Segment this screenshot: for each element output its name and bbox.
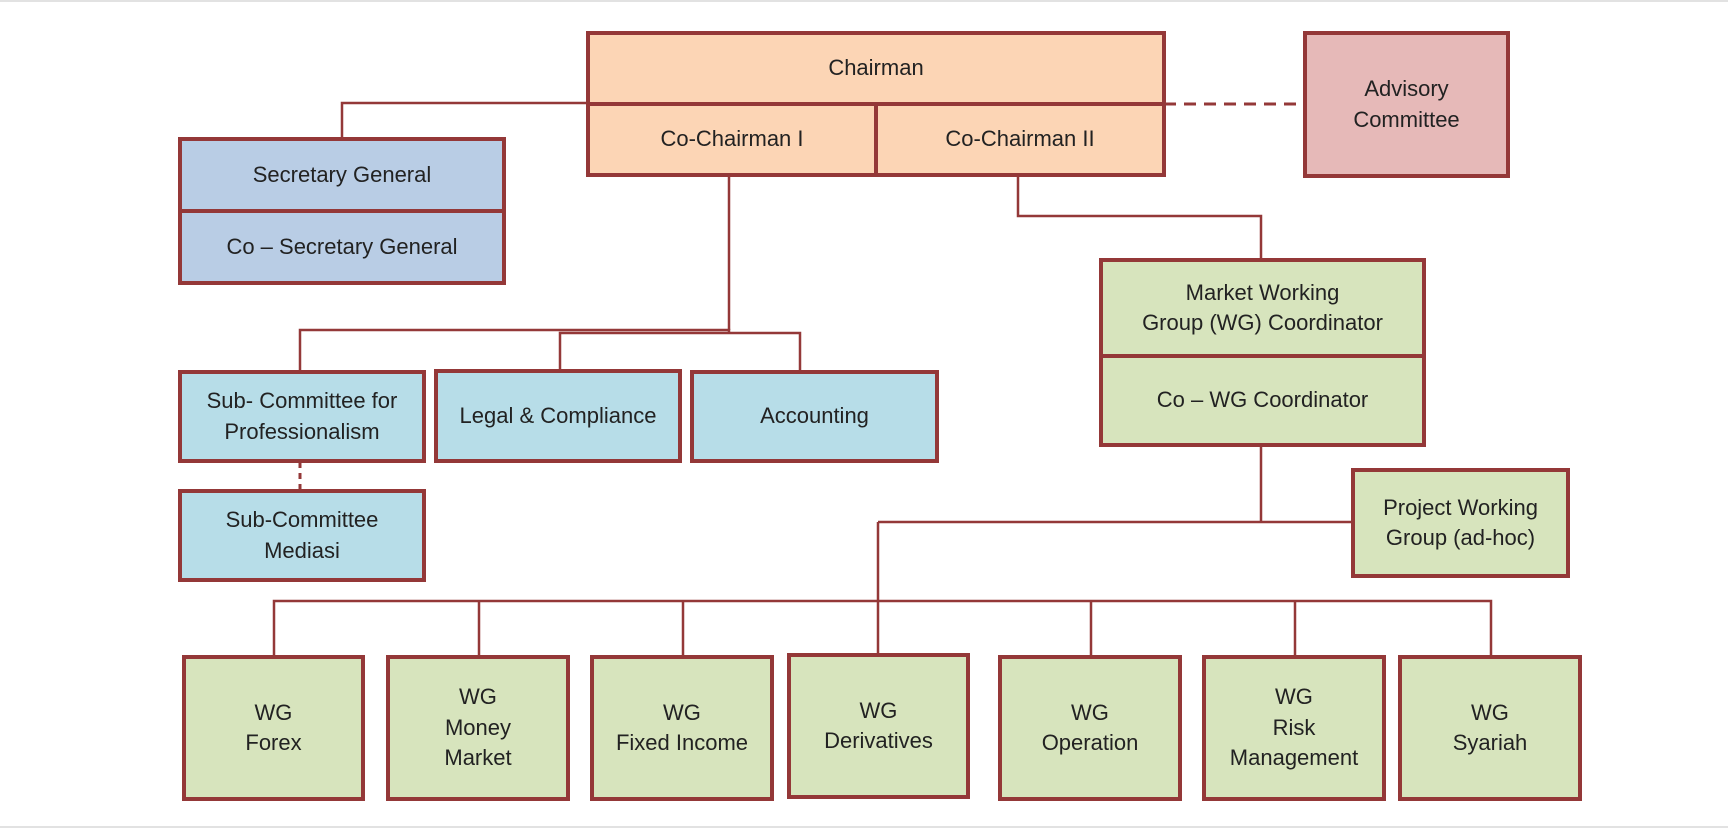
connector-wg-bus bbox=[272, 599, 1493, 657]
wg-derivatives-box: WG Derivatives bbox=[787, 653, 970, 799]
wg-operation-box: WG Operation bbox=[998, 655, 1182, 801]
connector-wg-drops bbox=[477, 601, 1297, 660]
wg-money-market-box: WG Money Market bbox=[386, 655, 570, 801]
sub-committee-professionalism-box: Sub- Committee for Professionalism bbox=[178, 370, 426, 463]
connector-committees-bus bbox=[298, 328, 802, 371]
wg-forex-label: WG Forex bbox=[245, 699, 302, 755]
wg-syariah-box: WG Syariah bbox=[1398, 655, 1582, 801]
connector-chairman-secretary bbox=[340, 101, 588, 140]
sub-committee-mediasi-box: Sub-Committee Mediasi bbox=[178, 489, 426, 582]
wg-risk-management-box: WG Risk Management bbox=[1202, 655, 1386, 801]
project-working-group-box: Project Working Group (ad-hoc) bbox=[1351, 468, 1570, 578]
advisory-committee-box: Advisory Committee bbox=[1303, 31, 1510, 178]
co-secretary-general-label: Co – Secretary General bbox=[182, 209, 502, 281]
co-chairman-2: Co-Chairman II bbox=[874, 106, 1162, 173]
wg-fixed-income-box: WG Fixed Income bbox=[590, 655, 774, 801]
secretary-general-box: Secretary General Co – Secretary General bbox=[178, 137, 506, 285]
legal-compliance-label: Legal & Compliance bbox=[459, 402, 657, 428]
wg-money-market-label: WG Money Market bbox=[444, 684, 512, 771]
advisory-committee-label: Advisory Committee bbox=[1353, 76, 1460, 132]
wg-fixed-income-label: WG Fixed Income bbox=[615, 699, 749, 755]
wg-operation-label: WG Operation bbox=[1041, 699, 1139, 755]
co-wg-coordinator-label: Co – WG Coordinator bbox=[1103, 354, 1422, 443]
market-wg-coordinator-label: Market Working Group (WG) Coordinator bbox=[1142, 279, 1383, 335]
chairman-title: Chairman bbox=[828, 55, 924, 81]
market-wg-coordinator-box: Market Working Group (WG) Coordinator Co… bbox=[1099, 258, 1426, 447]
wg-derivatives-label: WG Derivatives bbox=[824, 697, 933, 753]
wg-syariah-label: WG Syariah bbox=[1452, 699, 1528, 755]
co-chairman-1: Co-Chairman I bbox=[660, 126, 804, 152]
sub-committee-professionalism-label: Sub- Committee for Professionalism bbox=[206, 388, 398, 444]
sub-committee-mediasi-label: Sub-Committee Mediasi bbox=[225, 507, 379, 563]
connector-cochair2-marketwg bbox=[1016, 176, 1263, 261]
accounting-label: Accounting bbox=[760, 403, 869, 429]
wg-forex-box: WG Forex bbox=[182, 655, 365, 801]
secretary-general-label: Secretary General bbox=[252, 161, 432, 187]
legal-compliance-box: Legal & Compliance bbox=[434, 369, 682, 463]
accounting-box: Accounting bbox=[690, 370, 939, 463]
chairman-block: Chairman Co-Chairman I Co-Chairman II bbox=[586, 31, 1166, 177]
project-working-group-label: Project Working Group (ad-hoc) bbox=[1383, 494, 1538, 550]
wg-risk-management-label: WG Risk Management bbox=[1229, 684, 1359, 771]
